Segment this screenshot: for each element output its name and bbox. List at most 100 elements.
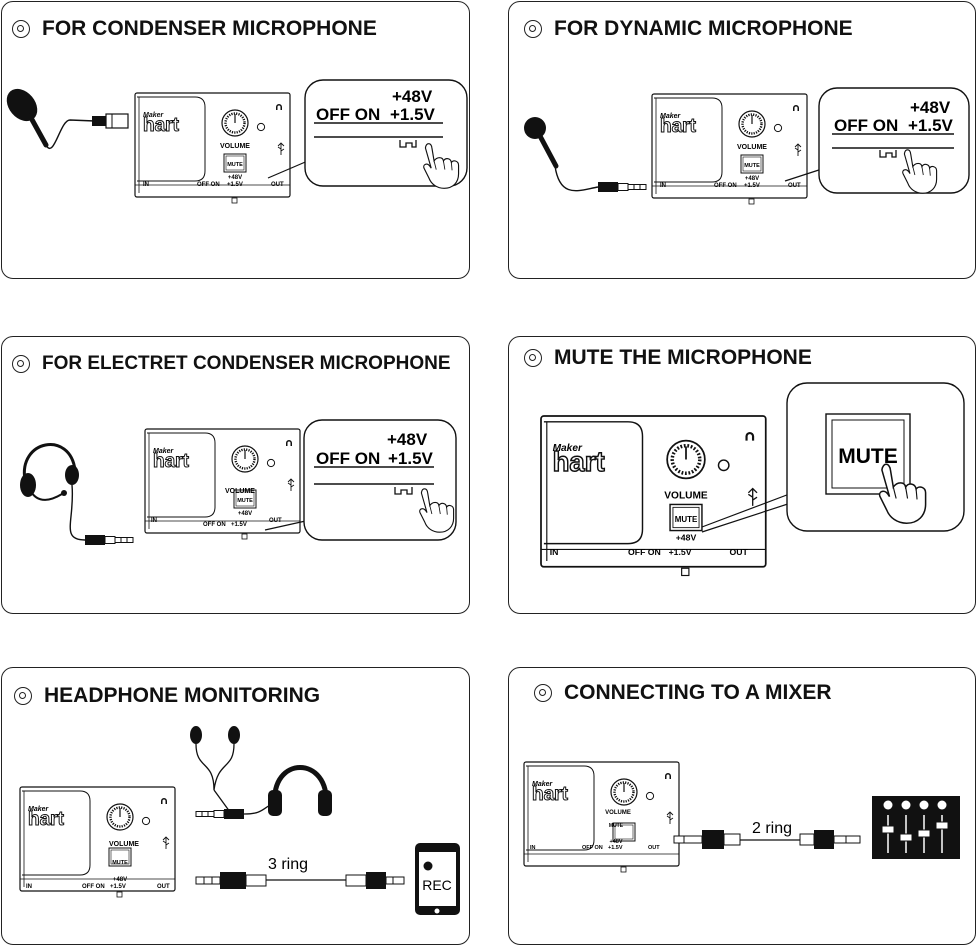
- label-in: IN: [151, 518, 157, 524]
- circle-bullet-icon: [12, 20, 30, 38]
- circle-bullet-icon: [524, 20, 542, 38]
- brand-prefix: Maker: [553, 443, 583, 454]
- callout-48v: +48V: [387, 430, 428, 449]
- mute-scene: Maker hart VOLUME MUTE +48V OFF ON +1.5V…: [539, 382, 965, 578]
- label-out: OUT: [157, 884, 170, 890]
- panel-dynamic-title: FOR DYNAMIC MICROPHONE: [524, 17, 853, 41]
- label-48v: +48V: [676, 533, 697, 543]
- mute-button[interactable]: MUTE: [227, 162, 243, 168]
- preamp-device: Maker hart VOLUME MUTE +48V OFF ON +1.5V…: [133, 91, 292, 205]
- headphone-jack-plug: [195, 808, 245, 820]
- label-out: OUT: [271, 182, 284, 188]
- callout-off-on: OFF ON: [316, 105, 380, 124]
- circle-bullet-icon: [12, 355, 30, 373]
- smartphone-icon: [415, 843, 460, 915]
- dynamic-microphone-icon: [524, 117, 647, 193]
- condenser-scene: Maker hart VOLUME MUTE +48V OFF ON +1.5V…: [6, 79, 468, 205]
- brand-logo: hart: [143, 115, 180, 136]
- dynamic-scene: Maker hart VOLUME MUTE +48V OFF ON +1.5V…: [524, 87, 970, 206]
- mute-button[interactable]: MUTE: [675, 515, 698, 524]
- volume-label: VOLUME: [664, 491, 708, 502]
- label-15v: +1.5V: [744, 183, 760, 189]
- label-off-on: OFF ON: [197, 182, 220, 188]
- label-out: OUT: [269, 518, 282, 524]
- label-in: IN: [26, 884, 32, 890]
- brand-logo: hart: [28, 809, 65, 830]
- panel-electret-title: FOR ELECTRET CONDENSER MICROPHONE: [12, 353, 451, 375]
- headphones-icon: [268, 765, 332, 816]
- callout-mute-button[interactable]: MUTE: [838, 445, 898, 468]
- rec-label: REC: [422, 877, 452, 893]
- label-off-on: OFF ON: [582, 845, 603, 851]
- callout-off-on: OFF ON: [316, 449, 380, 468]
- label-48v: +48V: [113, 877, 127, 883]
- three-ring-cable: [195, 872, 405, 889]
- callout-15v: +1.5V: [908, 116, 954, 135]
- volume-label: VOLUME: [220, 143, 250, 150]
- label-out: OUT: [730, 547, 749, 557]
- volume-label: VOLUME: [605, 810, 631, 816]
- panel-condenser-title: FOR CONDENSER MICROPHONE: [12, 17, 377, 41]
- panel-headphone-title: HEADPHONE MONITORING: [14, 684, 320, 708]
- three-ring-label: 3 ring: [268, 856, 308, 873]
- label-in: IN: [660, 183, 666, 189]
- volume-label: VOLUME: [225, 488, 255, 495]
- preamp-device-large: Maker hart VOLUME MUTE +48V OFF ON +1.5V…: [539, 414, 768, 578]
- earbuds-icon: [190, 726, 240, 813]
- mixer-scene: Maker hart VOLUME MUTE +48V OFF ON +1.5V…: [522, 760, 960, 874]
- switch-callout: [303, 419, 457, 541]
- brand-prefix: Maker: [660, 113, 682, 120]
- panel-mute-title: MUTE THE MICROPHONE: [524, 346, 812, 370]
- brand-logo: hart: [153, 451, 190, 472]
- brand-prefix: Maker: [28, 806, 50, 813]
- label-off-on: OFF ON: [628, 547, 661, 557]
- label-in: IN: [143, 182, 149, 188]
- label-in: IN: [530, 845, 536, 851]
- label-in: IN: [550, 547, 559, 557]
- callout-off-on: OFF ON: [834, 116, 898, 135]
- condenser-microphone-icon: [6, 88, 129, 149]
- callout-48v: +48V: [392, 87, 433, 106]
- circle-bullet-icon: [14, 687, 32, 705]
- brand-logo: hart: [660, 116, 697, 137]
- label-off-on: OFF ON: [714, 183, 737, 189]
- label-15v: +1.5V: [669, 547, 692, 557]
- brand-logo: hart: [553, 446, 605, 477]
- panel-mixer-title: CONNECTING TO A MIXER: [534, 681, 832, 705]
- callout-15v: +1.5V: [388, 449, 434, 468]
- electret-scene: Maker hart VOLUME MUTE +48V OFF ON +1.5V…: [20, 419, 457, 546]
- preamp-device: Maker hart VOLUME MUTE +48V OFF ON +1.5V…: [143, 427, 302, 541]
- label-off-on: OFF ON: [82, 884, 105, 890]
- mute-button[interactable]: MUTE: [744, 163, 760, 169]
- label-15v: +1.5V: [608, 845, 623, 851]
- volume-label: VOLUME: [109, 841, 139, 848]
- circle-bullet-icon: [524, 349, 542, 367]
- label-48v: +48V: [228, 175, 242, 181]
- preamp-device: Maker hart VOLUME MUTE +48V OFF ON +1.5V…: [650, 92, 809, 206]
- mixer-console-icon: [872, 796, 960, 859]
- headset-microphone-icon: [20, 443, 134, 546]
- switch-callout: [304, 79, 468, 187]
- label-15v: +1.5V: [227, 182, 243, 188]
- callout-15v: +1.5V: [390, 105, 436, 124]
- panel-headphone: [1, 667, 470, 945]
- headphone-scene: Maker hart VOLUME MUTE +48V OFF ON +1.5V…: [18, 726, 460, 915]
- label-off-on: OFF ON: [203, 522, 226, 528]
- record-dot-icon: [423, 861, 433, 871]
- label-out: OUT: [788, 183, 801, 189]
- preamp-device: Maker hart VOLUME MUTE +48V OFF ON +1.5V…: [522, 760, 681, 874]
- label-15v: +1.5V: [231, 522, 247, 528]
- preamp-device: Maker hart VOLUME MUTE +48V OFF ON +1.5V…: [18, 785, 177, 899]
- mute-button[interactable]: MUTE: [609, 823, 624, 829]
- circle-bullet-icon: [534, 684, 552, 702]
- label-48v: +48V: [610, 839, 623, 845]
- brand-prefix: Maker: [153, 448, 175, 455]
- label-15v: +1.5V: [110, 884, 126, 890]
- mute-button[interactable]: MUTE: [112, 860, 128, 866]
- two-ring-cable: [673, 830, 861, 849]
- label-48v: +48V: [238, 511, 252, 517]
- brand-prefix: Maker: [143, 112, 165, 119]
- label-48v: +48V: [745, 176, 759, 182]
- mute-button[interactable]: MUTE: [237, 498, 253, 504]
